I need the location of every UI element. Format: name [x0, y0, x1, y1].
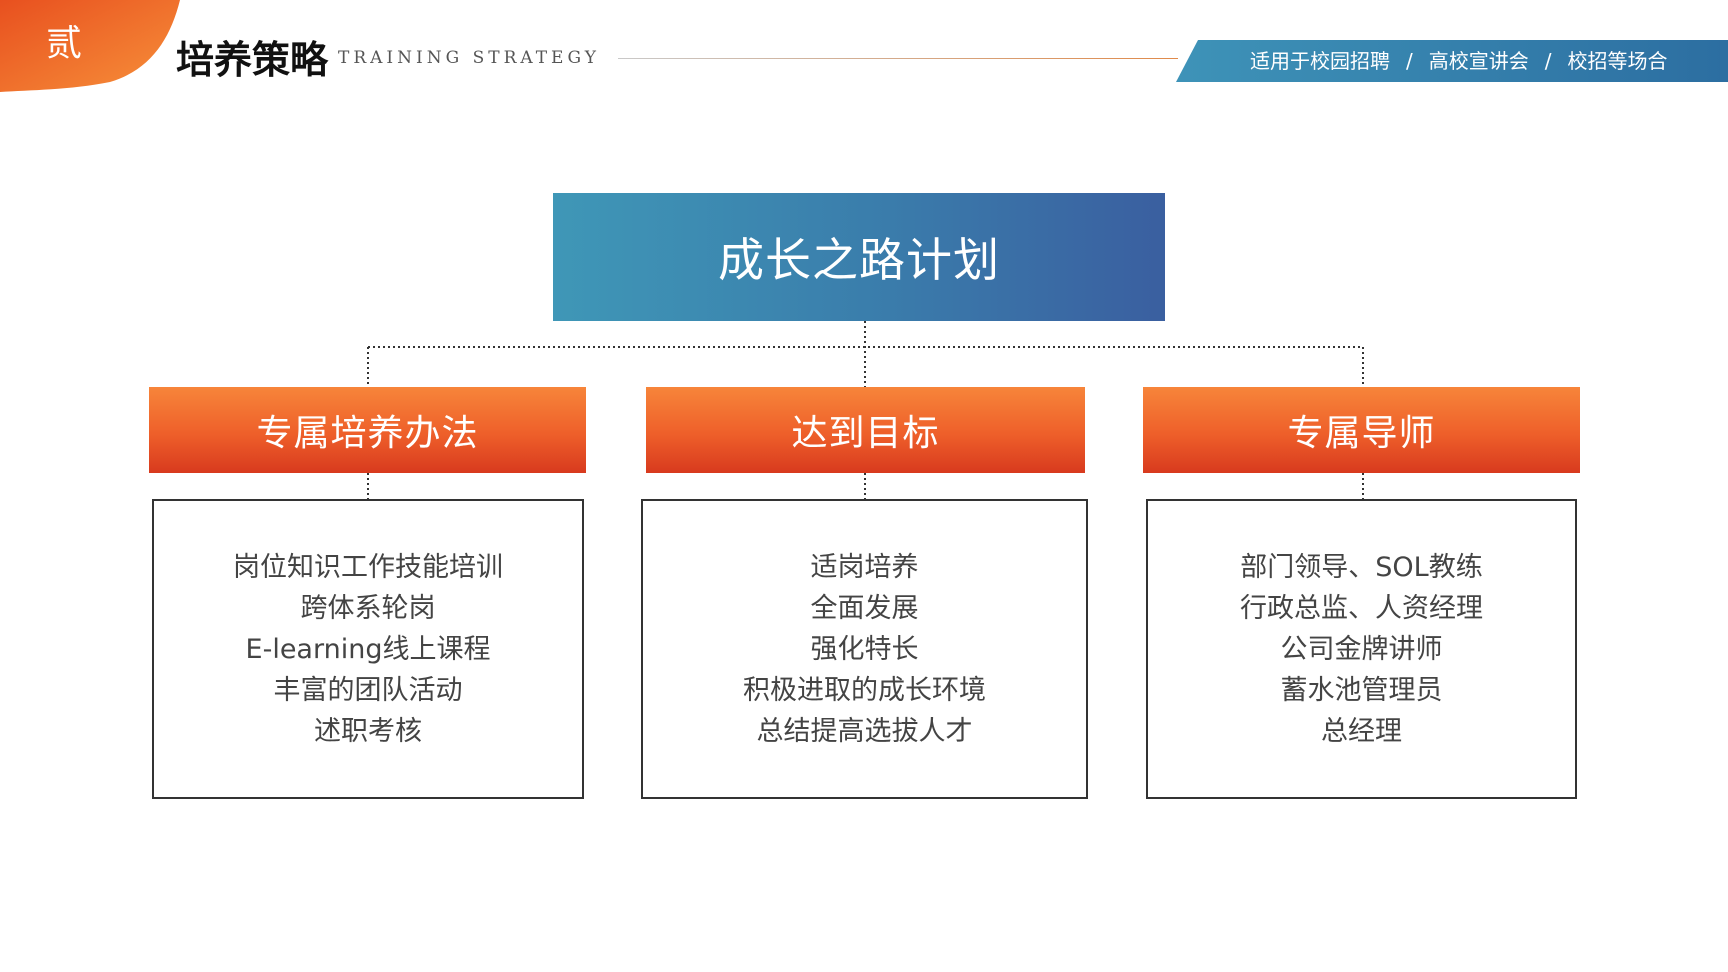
header-ribbon: 适用于校园招聘 / 高校宣讲会 / 校招等场合	[1250, 40, 1700, 82]
list-item: 积极进取的成长环境	[743, 674, 986, 706]
list-item: 公司金牌讲师	[1280, 633, 1443, 665]
list-item: 部门领导、SOL教练	[1240, 551, 1483, 583]
branch-node-training-methods: 专属培养办法	[149, 387, 586, 473]
header-ribbon-shape	[1176, 40, 1728, 82]
list-item: 行政总监、人资经理	[1240, 592, 1483, 624]
root-node: 成长之路计划	[553, 193, 1165, 321]
section-badge: 贰	[45, 23, 82, 64]
list-item: 跨体系轮岗	[300, 592, 436, 624]
section-subtitle: TRAINING STRATEGY	[338, 48, 600, 68]
list-item: 总经理	[1321, 715, 1402, 747]
ribbon-separator: /	[1544, 49, 1552, 73]
list-item: 蓄水池管理员	[1280, 674, 1443, 706]
ribbon-separator: /	[1406, 49, 1413, 73]
list-item: 述职考核	[314, 715, 422, 747]
branch-details-mentors: 部门领导、SOL教练 行政总监、人资经理 公司金牌讲师 蓄水池管理员 总经理	[1146, 499, 1577, 799]
ribbon-item-campus-presentation: 高校宣讲会	[1428, 49, 1529, 73]
list-item: 强化特长	[810, 633, 919, 665]
header-divider	[618, 58, 1178, 59]
section-title: 培养策略	[176, 38, 329, 82]
list-item: 全面发展	[810, 592, 919, 624]
branch-details-goals: 适岗培养 全面发展 强化特长 积极进取的成长环境 总结提高选拔人才	[641, 499, 1088, 799]
list-item: E-learning线上课程	[245, 633, 491, 665]
ribbon-item-campus-recruitment: 适用于校园招聘	[1250, 49, 1390, 73]
list-item: 总结提高选拔人才	[756, 715, 973, 747]
branch-details-training-methods: 岗位知识工作技能培训 跨体系轮岗 E-learning线上课程 丰富的团队活动 …	[152, 499, 584, 799]
list-item: 岗位知识工作技能培训	[233, 551, 503, 583]
branch-node-mentors: 专属导师	[1143, 387, 1580, 473]
branch-node-goals: 达到目标	[646, 387, 1085, 473]
list-item: 丰富的团队活动	[273, 674, 463, 706]
ribbon-item-recruitment-events: 校招等场合	[1567, 49, 1668, 73]
section-badge-shape	[0, 0, 180, 92]
list-item: 适岗培养	[810, 551, 919, 583]
